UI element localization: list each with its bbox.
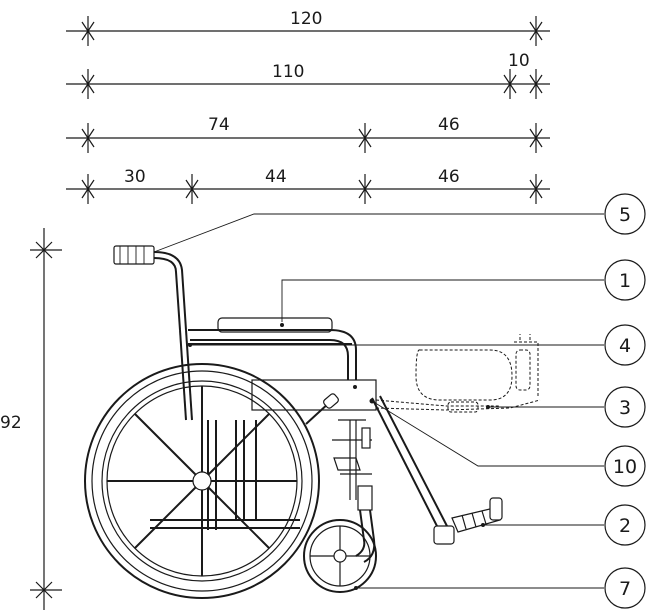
- dim-46-upper: 46: [438, 115, 460, 135]
- svg-text:7: 7: [619, 578, 631, 600]
- armrest: [188, 317, 357, 380]
- dim-120: 120: [290, 9, 322, 29]
- dim-44: 44: [265, 167, 287, 187]
- front-caster: [303, 519, 377, 593]
- leader-lines: [153, 213, 604, 589]
- dim-92: 92: [0, 413, 22, 433]
- dim-30: 30: [124, 167, 146, 187]
- svg-text:1: 1: [619, 270, 631, 292]
- svg-text:2: 2: [619, 515, 631, 537]
- rear-wheel: [84, 363, 320, 599]
- svg-text:4: 4: [619, 335, 631, 357]
- alternate-position: [375, 334, 541, 413]
- callout-3: 3: [604, 386, 646, 428]
- wheelchair: [84, 245, 541, 599]
- dim-46-lower: 46: [438, 167, 460, 187]
- accessory-bracket: [332, 419, 373, 511]
- callout-1: 1: [604, 259, 646, 301]
- dim-10: 10: [508, 51, 530, 71]
- dim-74: 74: [208, 115, 230, 135]
- svg-text:5: 5: [619, 204, 631, 226]
- dim-110: 110: [272, 62, 304, 82]
- dimension-lines: [30, 16, 550, 610]
- callout-10: 10: [604, 445, 646, 487]
- callout-7: 7: [604, 567, 646, 609]
- svg-text:10: 10: [613, 456, 637, 478]
- dimension-labels: 120 110 10 74 46 30 44 46 92: [0, 9, 530, 433]
- callout-2: 2: [604, 504, 646, 546]
- push-handle: [113, 245, 187, 331]
- callouts: 5 1 4 3 10 2 7: [604, 193, 646, 609]
- callout-5: 5: [604, 193, 646, 235]
- svg-text:3: 3: [619, 397, 631, 419]
- footrest: [371, 395, 503, 545]
- callout-4: 4: [604, 324, 646, 366]
